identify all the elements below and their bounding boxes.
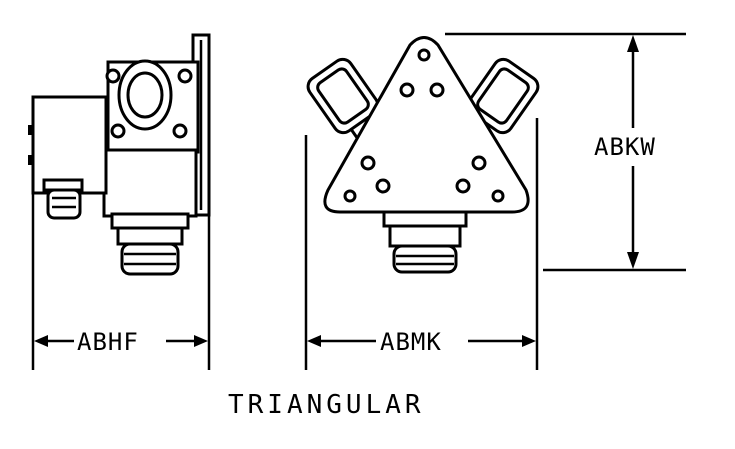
side-bottom-connector bbox=[110, 212, 190, 276]
drawing-caption: TRIANGULAR bbox=[228, 390, 425, 420]
front-bolts bbox=[343, 48, 505, 203]
dimension-label-height: ABKW bbox=[594, 133, 656, 161]
front-view: ABMK ABKW bbox=[304, 32, 686, 370]
side-receptacle bbox=[28, 95, 108, 220]
dimension-label-front-width: ABMK bbox=[380, 328, 442, 356]
dimension-side-width: ABHF bbox=[34, 328, 208, 356]
side-main-body bbox=[102, 148, 198, 218]
front-bottom-connector bbox=[382, 210, 468, 274]
front-right-receptacle bbox=[453, 57, 540, 141]
dimension-label-side-width: ABHF bbox=[77, 328, 139, 356]
side-top-flange bbox=[105, 59, 200, 154]
side-view: ABHF bbox=[28, 33, 211, 370]
dimension-front-width: ABMK bbox=[307, 328, 536, 356]
dimension-height: ABKW bbox=[445, 32, 686, 272]
